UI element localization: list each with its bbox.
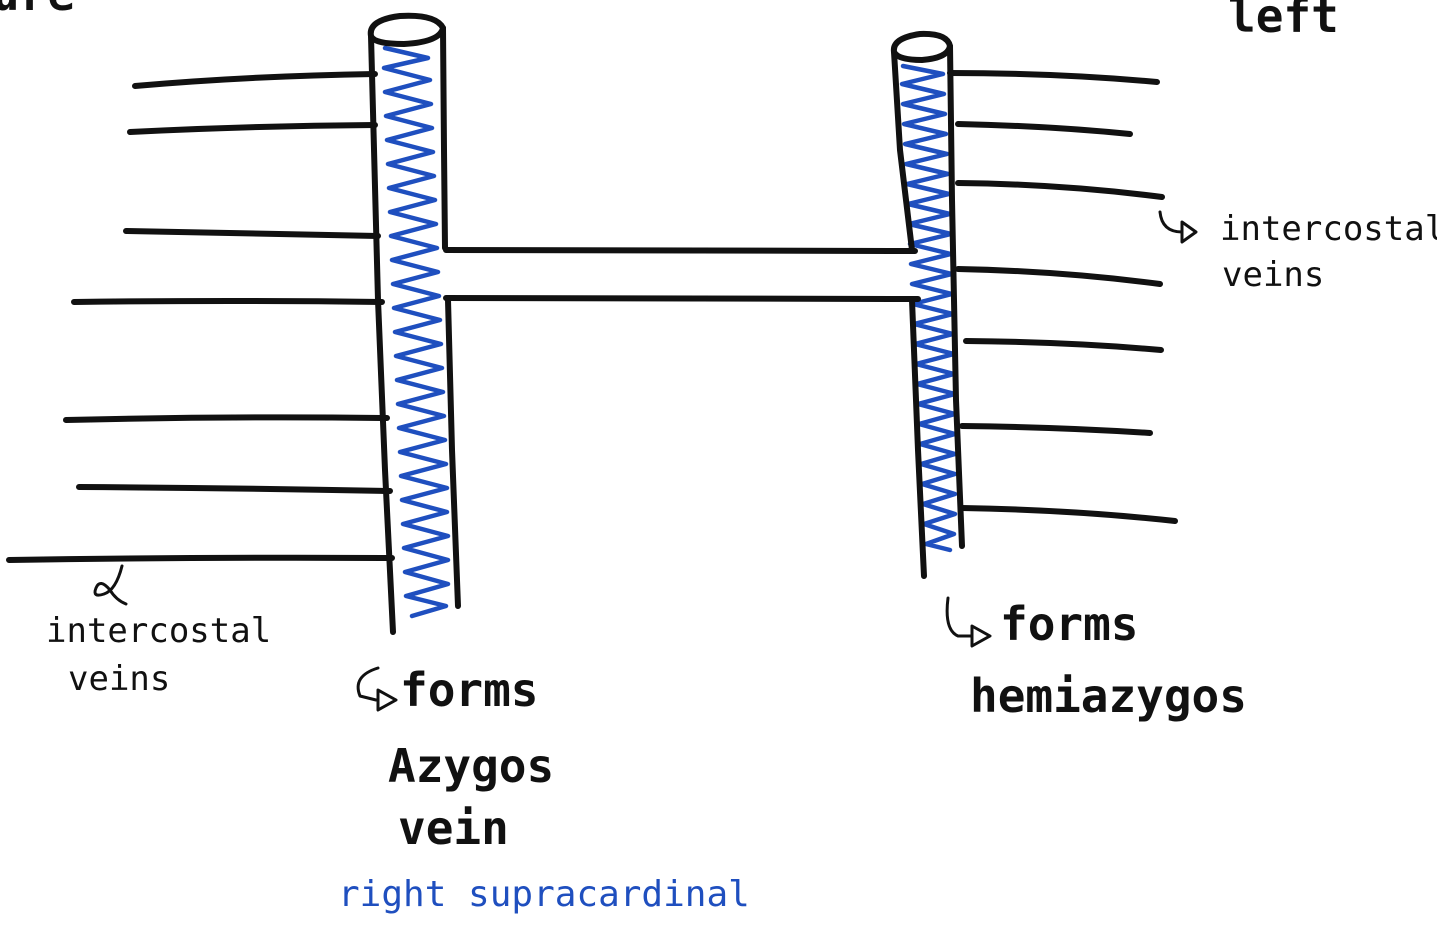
hemiazygos-vein-fill (899, 63, 958, 553)
left-intercostal-vein (132, 71, 378, 89)
azygos-vein-label: vein (398, 801, 509, 855)
hemiazygos-name-label: hemiazygos (970, 669, 1247, 723)
azygos-vein (367, 12, 461, 635)
left-intercostal-vein (63, 414, 390, 423)
connecting-vein (443, 247, 921, 302)
pointer-mark-icon (93, 564, 128, 606)
left-intercostal-vein (76, 484, 393, 494)
corner-left-partial-label: ure (0, 0, 75, 21)
right-intercostal-vein (959, 423, 1153, 436)
right-intercostal-vein (955, 266, 1163, 287)
left-intercostal-vein (6, 554, 395, 563)
right-intercostal-vein (955, 121, 1133, 137)
left-intercostal-vein (127, 122, 378, 135)
intercostal-left-label: intercostal (46, 611, 271, 651)
intercostal-right-label-line2: veins (1222, 255, 1324, 295)
azygos-forms-label: forms (400, 663, 538, 717)
intercostal-right-label: intercostal (1220, 209, 1437, 249)
azygos-name-label: Azygos (388, 739, 554, 793)
hooked-arrow-icon (356, 666, 398, 712)
left-intercostal-vein (123, 228, 381, 239)
right-intercostal-vein (955, 180, 1165, 200)
hemiazygos-vein (890, 30, 965, 579)
hemiazygos-forms-label: forms (1000, 597, 1138, 651)
corner-right-label: left (1228, 0, 1339, 43)
left-intercostal-vein (71, 298, 385, 305)
right-intercostal-vein (963, 338, 1164, 353)
azygos-origin-label: right supracardinal (338, 874, 750, 915)
right-intercostal-veins (947, 70, 1178, 524)
left-intercostal-veins (6, 71, 395, 563)
right-intercostal-vein (947, 70, 1160, 85)
right-intercostal-vein (959, 505, 1178, 524)
intercostal-left-label-line2: veins (68, 659, 170, 699)
azygos-vein-fill (381, 45, 451, 619)
hooked-arrow-icon (945, 596, 992, 648)
hooked-arrow-icon (1158, 210, 1198, 244)
